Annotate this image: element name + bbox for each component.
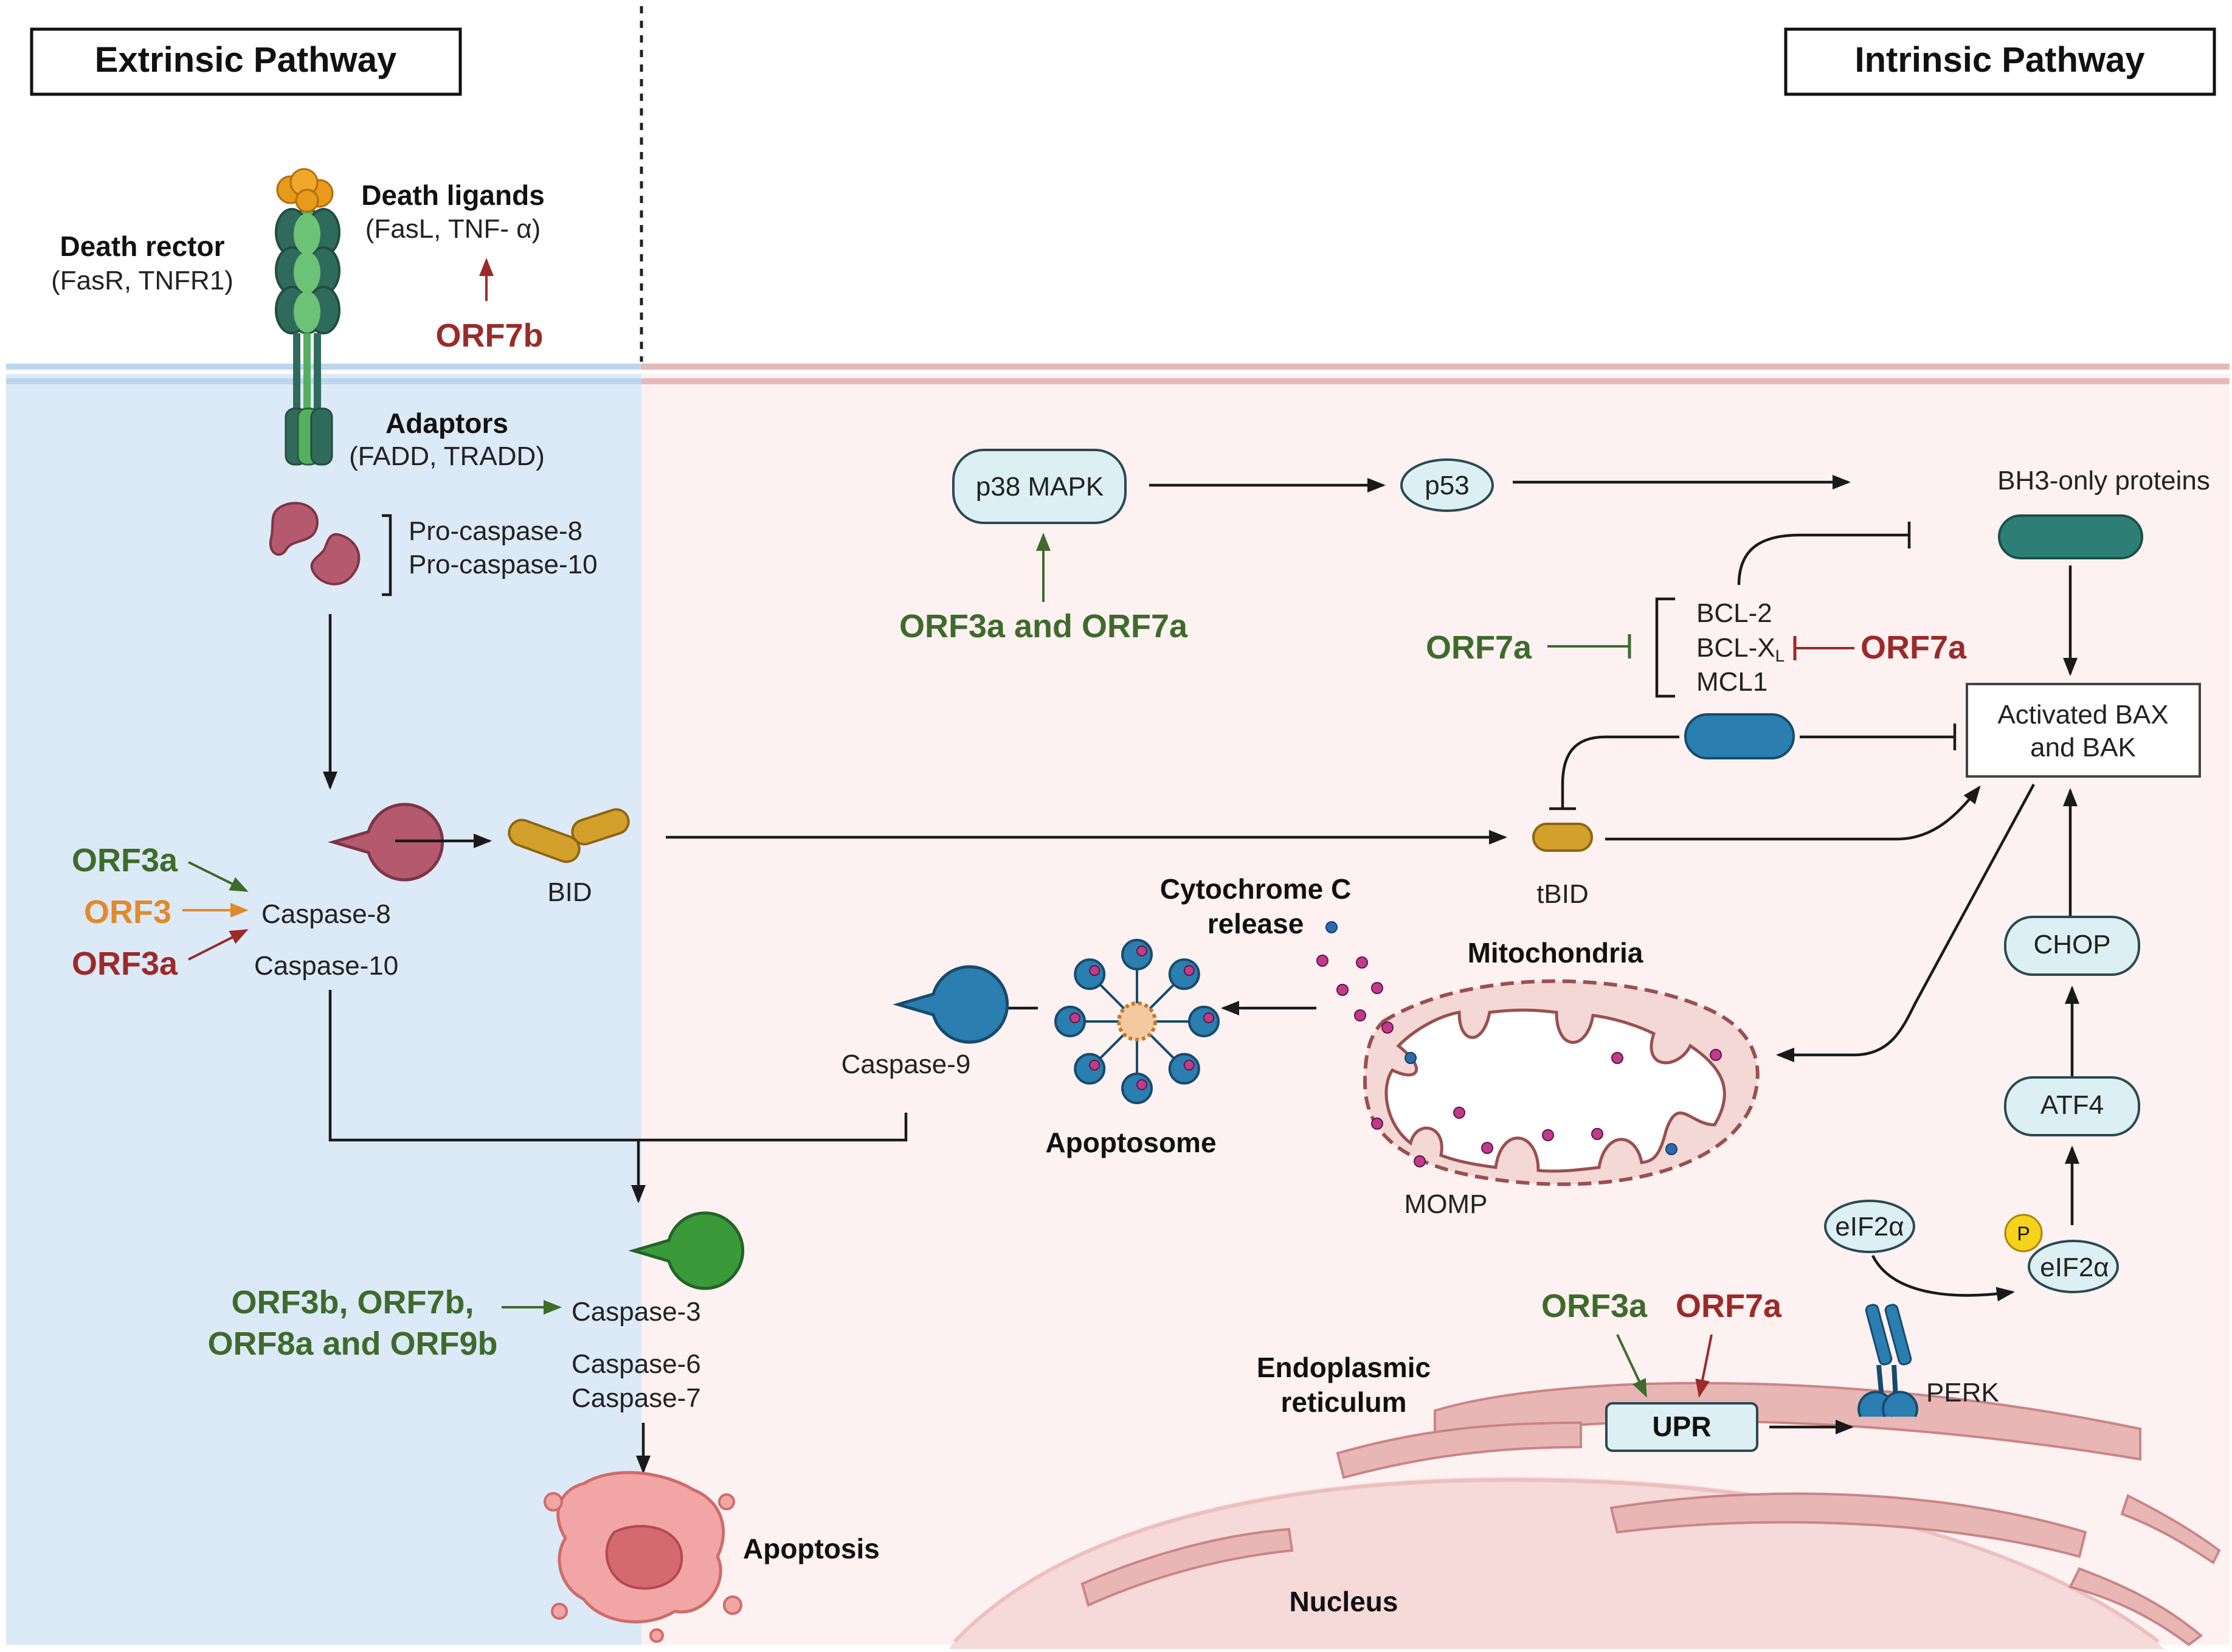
orf7b-label: ORF7b xyxy=(435,317,543,354)
orf3a-orf7a-label: ORF3a and ORF7a xyxy=(899,608,1188,645)
mcl1-label: MCL1 xyxy=(1696,667,1767,697)
death-ligands-label: Death ligands xyxy=(361,179,545,211)
caspase-9-label: Caspase-9 xyxy=(841,1049,971,1079)
p53-label: p53 xyxy=(1425,471,1469,500)
tbid-to-bax-arrow xyxy=(1605,785,1981,841)
cytochrome-c-label-line1: Cytochrome C xyxy=(1160,873,1351,905)
adaptors-label: Adaptors xyxy=(385,407,508,439)
bid-icon xyxy=(508,808,630,863)
orf3a-red-label: ORF3a xyxy=(72,945,178,982)
extrinsic-header: Extrinsic Pathway xyxy=(95,40,396,80)
bcl2-protein-icon xyxy=(1684,713,1795,759)
apoptosome-icon xyxy=(1054,939,1220,1104)
caspase-10-label: Caspase-10 xyxy=(254,951,398,981)
atf4-label: ATF4 xyxy=(2040,1090,2104,1120)
bax-to-mitochondria-arrow xyxy=(1776,783,2035,1062)
caspase-3-icon xyxy=(628,1211,745,1290)
tbid-icon xyxy=(1532,823,1593,852)
bclxl-main: BCL-X xyxy=(1696,633,1775,663)
apoptosis-label: Apoptosis xyxy=(743,1533,880,1564)
orf3a-to-upr-arrow xyxy=(1616,1334,1647,1398)
bcl2-label: BCL-2 xyxy=(1696,598,1772,628)
extrinsic-cytoplasm xyxy=(6,374,641,1645)
orf7a-er-label: ORF7a xyxy=(1676,1288,1782,1324)
bcl2-inhibit-tbid-line xyxy=(1561,735,1679,809)
eif2a-p-label: eIF2α xyxy=(2040,1253,2109,1282)
pro-caspase-bracket xyxy=(382,514,392,596)
eif2a-phosphorylation-arrow xyxy=(1871,1254,2015,1302)
orf3-orange-label: ORF3 xyxy=(84,894,171,930)
atf4-node xyxy=(2004,1076,2140,1136)
death-receptor-label: Death rector xyxy=(60,230,225,262)
orf3a-green-arrow xyxy=(188,861,249,892)
caspase-7-label: Caspase-7 xyxy=(572,1383,701,1413)
apoptotic-cell-icon xyxy=(544,1471,742,1643)
death-receptor-examples: (FasR, TNFR1) xyxy=(51,266,233,295)
caspase-merge-line xyxy=(328,990,908,1142)
bax-label-line2: and BAK xyxy=(2030,733,2136,762)
death-ligands-examples: (FasL, TNF- α) xyxy=(365,214,541,244)
orf3a-er-label: ORF3a xyxy=(1541,1288,1648,1324)
pro-caspase-10-label: Pro-caspase-10 xyxy=(409,550,598,579)
bh3-label: BH3-only proteins xyxy=(1997,466,2210,496)
tbid-label: tBID xyxy=(1536,879,1589,909)
orf7a-to-upr-arrow xyxy=(1695,1334,1713,1398)
eif2a-label: eIF2α xyxy=(1835,1212,1904,1242)
bclxl-subscript: L xyxy=(1775,646,1785,665)
bclxl-label: BCL-XL xyxy=(1696,633,1785,665)
chop-label: CHOP xyxy=(2033,930,2110,959)
orf3a-green-label: ORF3a xyxy=(72,842,178,879)
upr-node xyxy=(1605,1402,1758,1452)
caspase-3-label: Caspase-3 xyxy=(572,1297,701,1327)
eif2a-p-node xyxy=(2028,1240,2119,1293)
pro-caspase-8-label: Pro-caspase-8 xyxy=(409,516,582,546)
caspase-3-activators-line1: ORF3b, ORF7b, xyxy=(231,1284,474,1321)
orf7a-red-label: ORF7a xyxy=(1861,629,1967,666)
bcl2-bracket xyxy=(1655,597,1675,698)
bh3-protein-icon xyxy=(1998,514,2143,559)
orf7a-green-label: ORF7a xyxy=(1426,629,1532,666)
upr-label: UPR xyxy=(1652,1411,1711,1442)
intrinsic-header-box xyxy=(1784,27,2216,96)
p38-mapk-node xyxy=(952,449,1127,524)
caspase-8-label: Caspase-8 xyxy=(261,899,391,929)
cytochrome-c-label-line2: release xyxy=(1208,908,1304,939)
caspase-3-activators-line2: ORF8a and ORF9b xyxy=(207,1325,497,1362)
bcl2-inhibit-bh3-line xyxy=(1737,533,1909,586)
chop-node xyxy=(2004,916,2140,976)
death-receptor-icon xyxy=(275,208,340,466)
caspase-8-icon xyxy=(328,803,444,882)
momp-label: MOMP xyxy=(1405,1189,1488,1219)
bax-label-line1: Activated BAX xyxy=(1997,700,2168,730)
mitochondria-label: Mitochondria xyxy=(1468,937,1643,969)
caspase-9-icon xyxy=(893,965,1009,1044)
p53-node xyxy=(1400,458,1494,512)
bid-label: BID xyxy=(547,877,592,907)
er-label-line2: reticulum xyxy=(1280,1386,1406,1418)
eif2a-node xyxy=(1824,1200,1915,1253)
apoptosome-label: Apoptosome xyxy=(1045,1127,1216,1158)
adaptors-examples: (FADD, TRADD) xyxy=(349,441,545,471)
caspase-6-label: Caspase-6 xyxy=(572,1349,701,1379)
mitochondria-icon xyxy=(1363,979,1760,1186)
phosphate-icon xyxy=(2004,1214,2043,1253)
cell-membrane xyxy=(6,364,2230,384)
extrinsic-header-box xyxy=(30,27,462,96)
death-ligand-icon xyxy=(276,168,334,213)
er-label-line1: Endoplasmic xyxy=(1257,1352,1431,1383)
activated-bax-bak-box xyxy=(1966,683,2201,778)
intrinsic-header: Intrinsic Pathway xyxy=(1854,40,2144,80)
phosphate-label: P xyxy=(2017,1223,2030,1245)
endoplasmic-reticulum-icon xyxy=(1080,1381,2221,1647)
nucleus-label: Nucleus xyxy=(1290,1586,1398,1617)
pro-caspase-icon xyxy=(269,502,361,586)
p38-mapk-label: p38 MAPK xyxy=(976,472,1104,502)
orf3a-red-arrow xyxy=(188,929,249,961)
perk-label: PERK xyxy=(1926,1378,1999,1408)
cytochrome-c-dots xyxy=(1316,921,1383,1021)
perk-receptor-icon xyxy=(1857,1304,1918,1417)
